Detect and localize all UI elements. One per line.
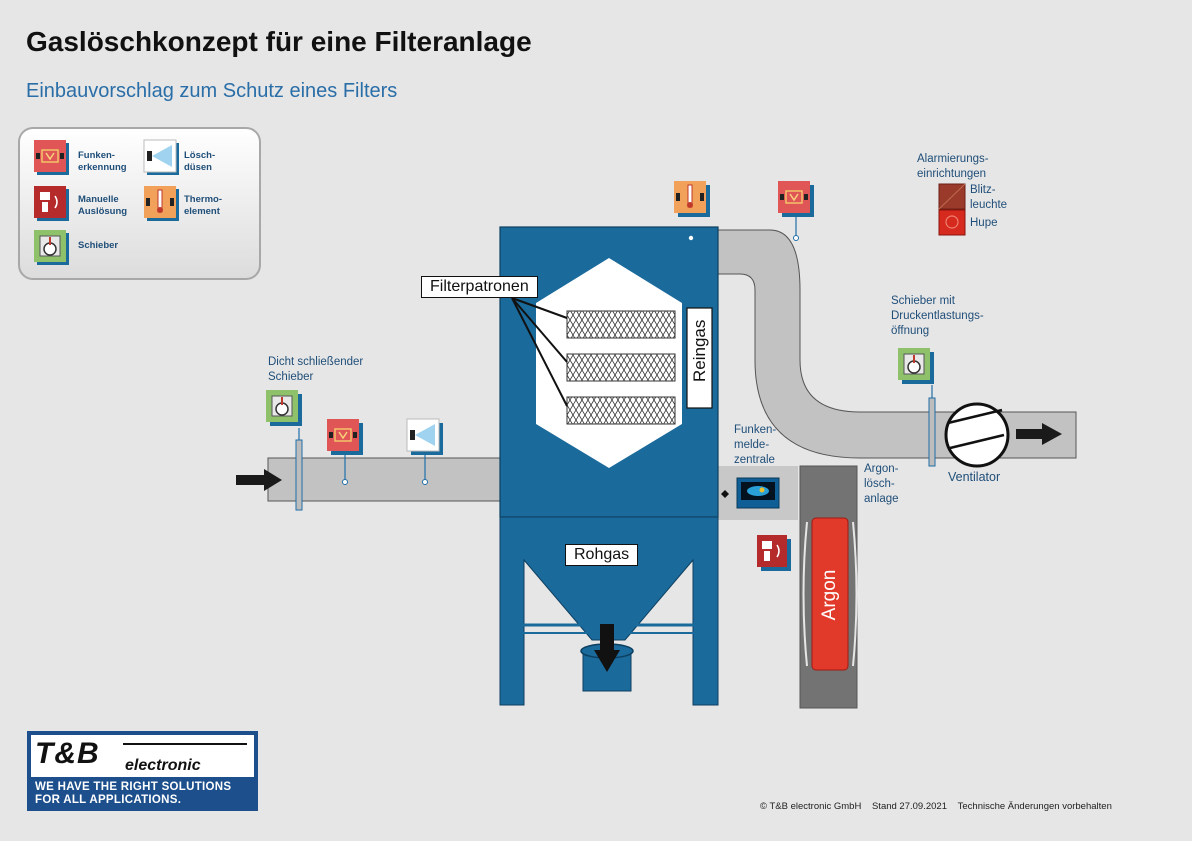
footer: © T&B electronic GmbH Stand 27.09.2021 T…: [760, 801, 1112, 812]
page-subtitle: Einbauvorschlag zum Schutz eines Filters: [26, 80, 398, 102]
hopper: [499, 516, 719, 706]
logo-wordmark: electronic: [125, 757, 201, 774]
outlet-arrow: [1016, 423, 1062, 445]
footer-note: Technische Änderungen vorbehalten: [957, 801, 1112, 812]
thermocouple-icon: [674, 181, 710, 217]
horn-icon: [938, 209, 966, 236]
reingas-box: [686, 307, 713, 409]
manual-release-icon: [757, 535, 791, 571]
label-funkenmeldezentrale: Funken-melde-zentrale: [734, 424, 777, 466]
discharge-arrow: [594, 624, 620, 672]
manual-release-icon: [34, 186, 69, 221]
spark-detector-icon: [778, 181, 814, 217]
footer-copyright: © T&B electronic GmbH: [760, 801, 862, 812]
label-argonloeschanlage: Argon-lösch-anlage: [864, 463, 899, 505]
legend-label-funkenerkennung: Funken-erkennung: [78, 150, 127, 173]
label-reingas: Reingas: [690, 319, 709, 382]
filter-cartridge: [566, 310, 676, 339]
footer-stand: Stand 27.09.2021: [871, 801, 947, 812]
gate-valve-icon: [34, 230, 69, 265]
label-rohgas: Rohgas: [565, 544, 639, 566]
legend-label-loeschduesen: Lösch-düsen: [184, 150, 216, 173]
nozzle-icon: [143, 139, 179, 175]
legend-label-schieber: Schieber: [78, 240, 119, 251]
label-argon: Argon: [819, 569, 840, 621]
nozzle-icon: [406, 418, 443, 455]
flash-light-icon: [938, 183, 966, 210]
legend-label-thermoelement: Thermo-element: [184, 194, 222, 217]
inlet-arrow: [236, 469, 282, 491]
label-filterpatronen: Filterpatronen: [421, 276, 538, 298]
spark-detector-icon: [34, 140, 69, 175]
argon-cylinder: [811, 517, 849, 671]
thermocouple-icon: [144, 186, 179, 221]
gate-valve-icon: [898, 348, 934, 384]
gate-valve-icon: [266, 390, 302, 426]
label-alarm: Alarmierungs-einrichtungen: [917, 153, 989, 180]
label-ventilator: Ventilator: [948, 470, 1001, 484]
filter-cartridge: [566, 396, 676, 425]
label-blitzleuchte: Blitz-leuchte: [970, 184, 1008, 211]
page-title: Gaslöschkonzept für eine Filteranlage: [26, 26, 532, 57]
company-logo: T&B electronic WE HAVE THE RIGHT SOLUTIO…: [27, 731, 258, 811]
logo-mark: T&B: [35, 737, 100, 770]
label-hupe: Hupe: [970, 217, 998, 229]
spark-detector-icon: [327, 419, 363, 455]
filter-cartridge: [566, 353, 676, 382]
legend-box: [18, 127, 261, 280]
legend-icons: [34, 139, 179, 265]
